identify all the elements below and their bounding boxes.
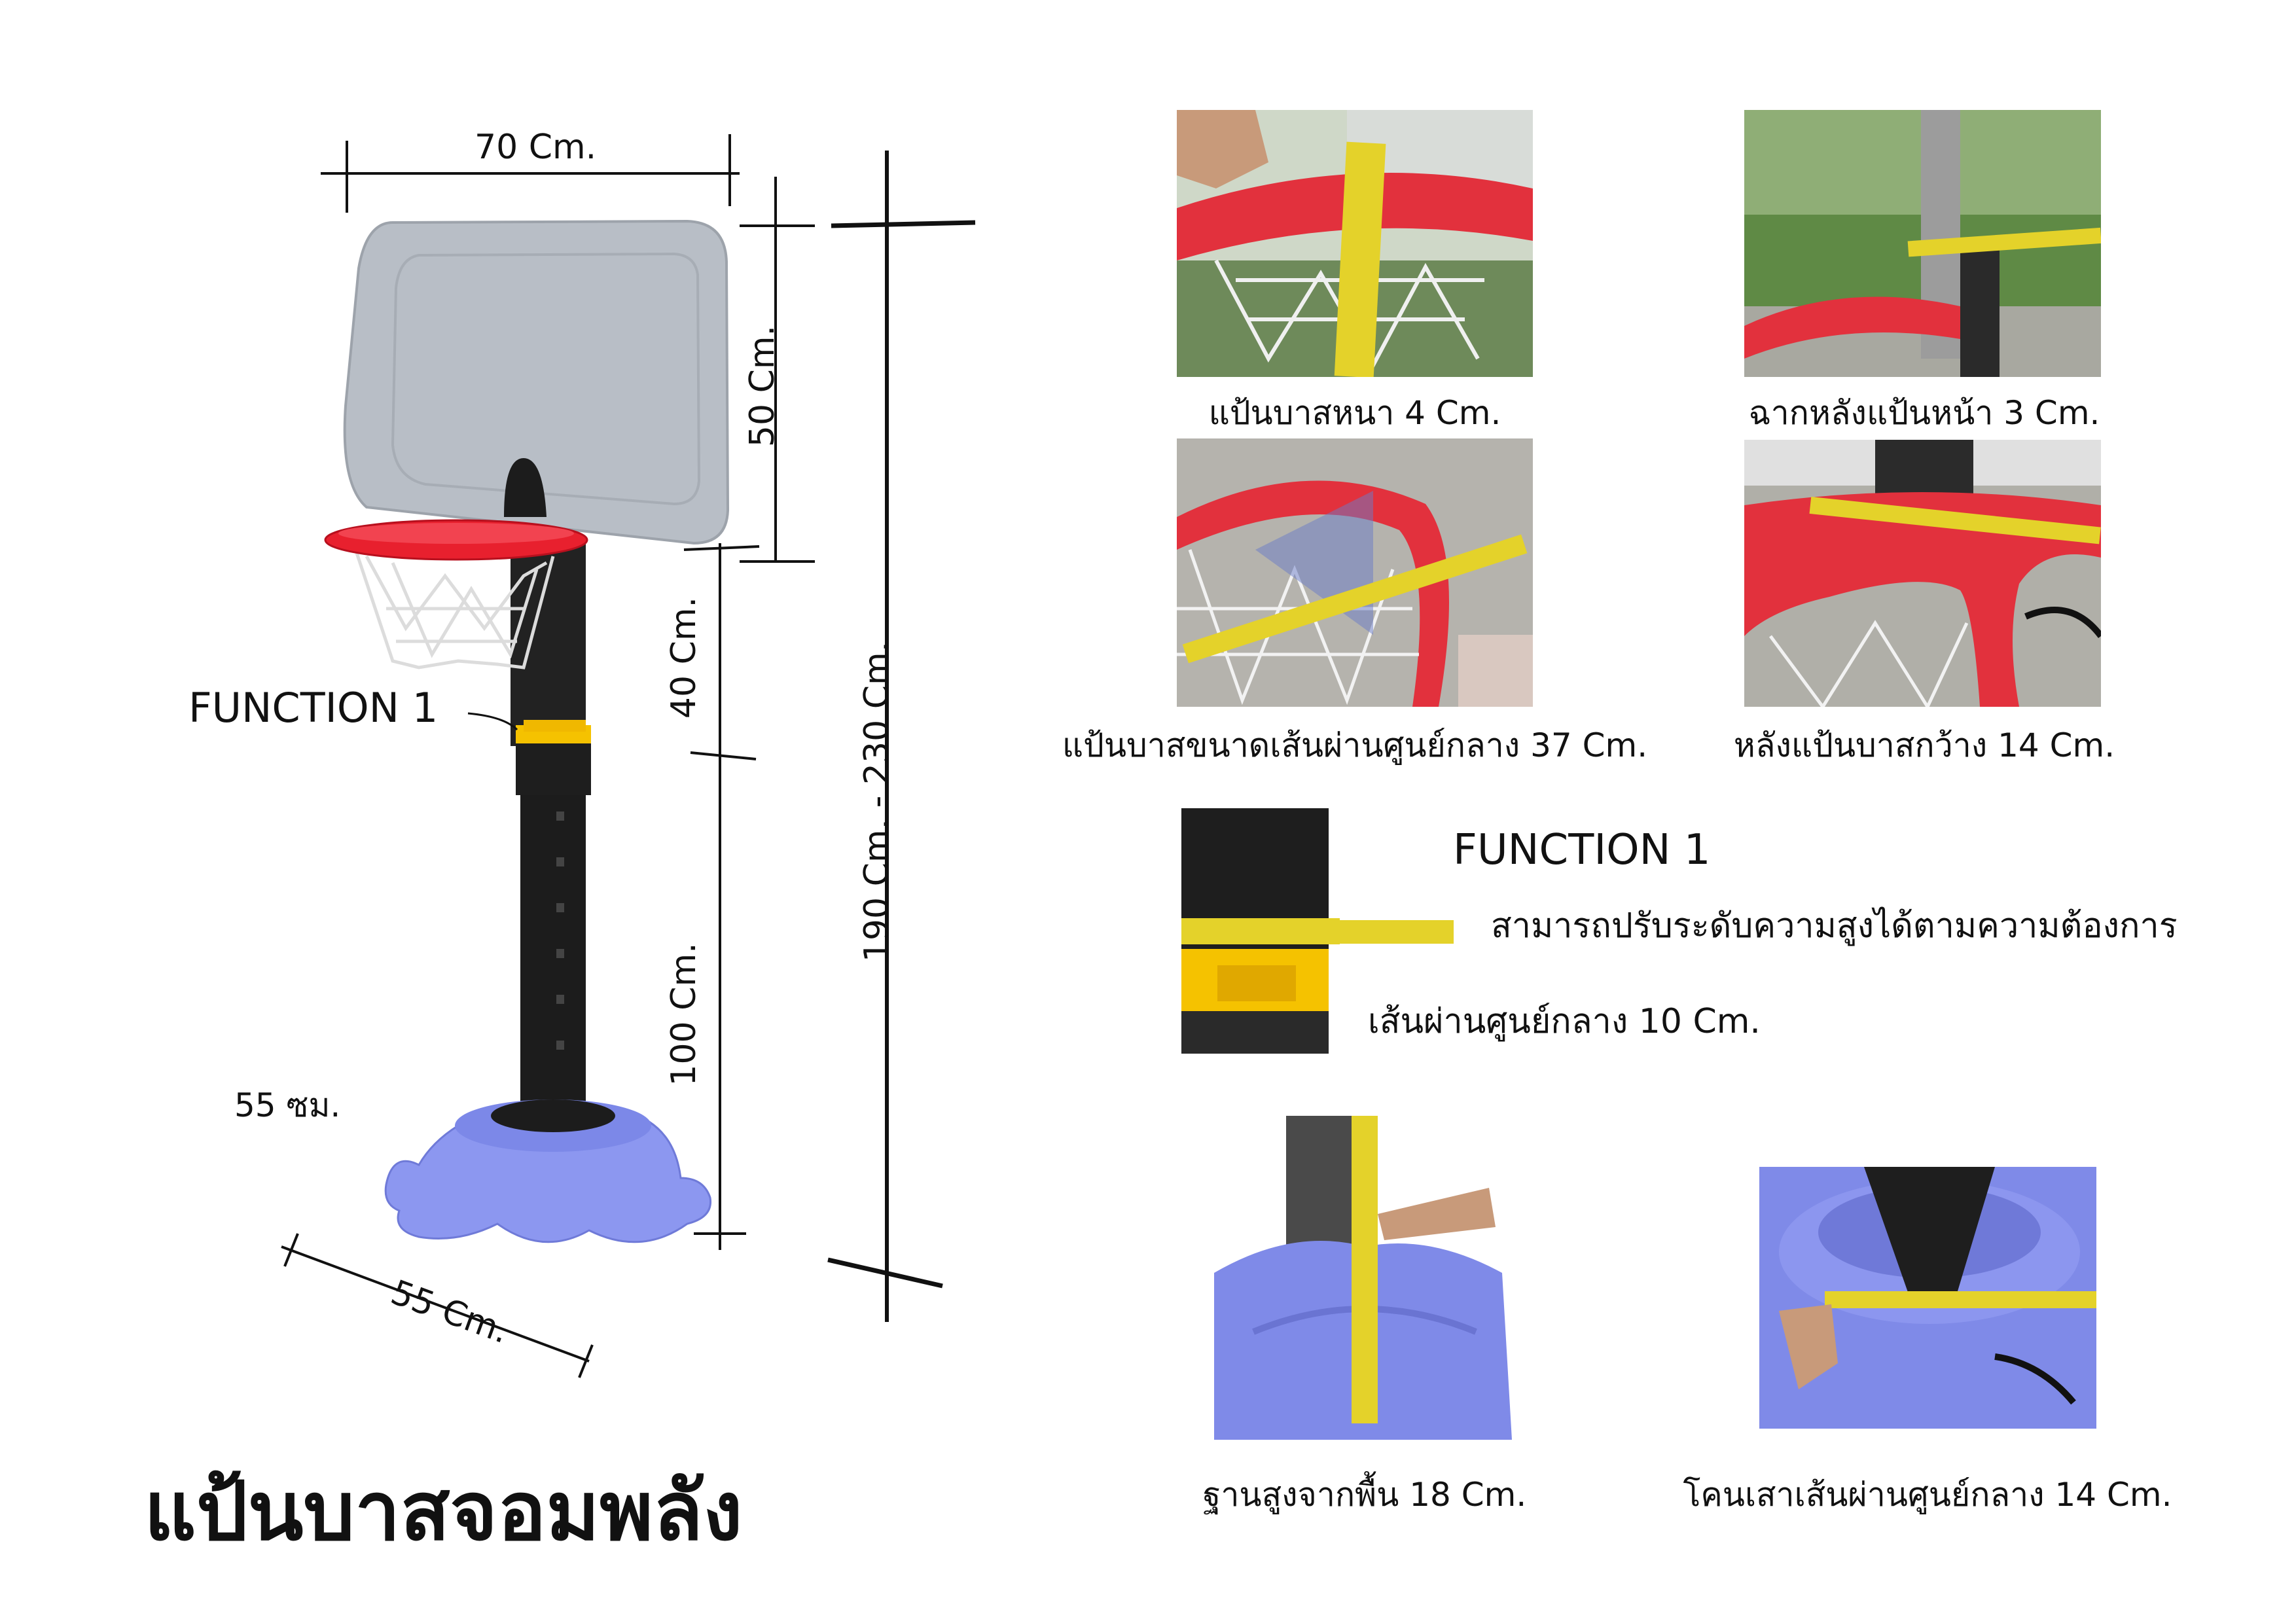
upper-pole-label: 40 Cm. <box>664 596 704 719</box>
pole-base-photo <box>1759 1167 2096 1429</box>
page-title: แป้นบาสจอมพลัง <box>144 1465 743 1559</box>
lower-pole-label: 100 Cm. <box>664 942 704 1086</box>
rim-back-photo <box>1744 440 2101 707</box>
photo-caption-rim-diameter: แป้นบาสขนาดเส้นผ่านศูนย์กลาง 37 Cm. <box>1062 726 1648 764</box>
function1-diameter: เส้นผ่านศูนย์กลาง 10 Cm. <box>1368 1002 1761 1041</box>
base-note: 55 ซม. <box>234 1086 341 1124</box>
function1-heading: FUNCTION 1 <box>1453 826 1711 874</box>
rim-thickness-photo <box>1177 110 1533 377</box>
photo-caption-base-height: ฐานสูงจากพื้น 18 Cm. <box>1202 1476 1527 1514</box>
total-height-label: 190 Cm. - 230 Cm. <box>857 641 897 963</box>
base-height-photo <box>1214 1116 1512 1440</box>
photo-caption-pole-base: โคนเสาเส้นผ่านศูนย์กลาง 14 Cm. <box>1683 1476 2172 1514</box>
photo-caption-backboard-bracket: ฉากหลังแป้นหน้า 3 Cm. <box>1748 394 2100 432</box>
function1-description: สามารถปรับระดับความสูงได้ตามความต้องการ <box>1491 906 2178 946</box>
board-height-label: 50 Cm. <box>743 325 782 448</box>
product-diagram <box>0 0 1047 1440</box>
width-label: 70 Cm. <box>475 128 597 167</box>
photo-caption-rim-thickness: แป้นบาสหนา 4 Cm. <box>1208 394 1501 432</box>
backboard-bracket-photo <box>1744 110 2101 377</box>
tape-measure-strip <box>1338 920 1454 944</box>
basketball-stand-illustration <box>281 134 976 1378</box>
rim-diameter-photo <box>1177 438 1533 707</box>
function-callout: FUNCTION 1 <box>188 684 439 732</box>
adjustable-collar-photo <box>1181 808 1340 1054</box>
photo-caption-rim-back: หลังแป้นบาสกว้าง 14 Cm. <box>1733 726 2115 764</box>
